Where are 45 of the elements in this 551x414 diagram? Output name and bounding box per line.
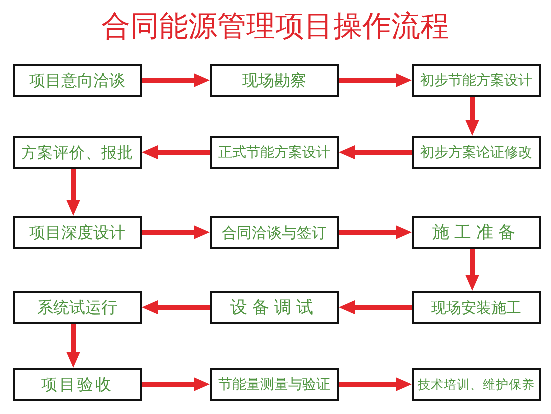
process-box (210, 64, 339, 97)
process-box (13, 216, 142, 249)
step-label: 项目深度设计 (30, 222, 126, 242)
step-label: 系统试运行 (38, 298, 118, 318)
process-box (412, 216, 541, 249)
arrow (466, 97, 480, 136)
diagram-title: 合同能源管理项目操作流程 (102, 9, 450, 43)
process-box (210, 291, 339, 324)
step-label: 现场安装施工 (432, 298, 522, 318)
arrow (142, 226, 210, 240)
step-label: 方案评价、报批 (22, 142, 134, 162)
arrow (142, 74, 210, 88)
step-label: 节能量测量与验证 (218, 376, 330, 394)
step-label: 初步方案论证修改 (420, 144, 532, 162)
step-label: 施工准备 (432, 222, 521, 242)
step-label: 项目验收 (42, 374, 114, 394)
arrow (339, 378, 412, 392)
process-box (210, 368, 339, 401)
process-box (412, 64, 541, 97)
process-box (412, 368, 541, 401)
process-box (13, 368, 142, 401)
process-box (412, 136, 541, 169)
step-label: 项目意向洽谈 (30, 70, 126, 90)
step-label: 合同洽谈与签订 (222, 222, 327, 242)
step-label: 设备调试 (230, 298, 319, 318)
arrow (339, 226, 412, 240)
process-box (13, 136, 142, 169)
process-box (210, 136, 339, 169)
process-box (13, 291, 142, 324)
step-label: 现场勘察 (242, 70, 306, 90)
process-box (412, 291, 541, 324)
arrow (339, 300, 412, 314)
process-box (210, 216, 339, 249)
arrow (142, 300, 210, 314)
arrow (142, 146, 210, 160)
step-label: 初步节能方案设计 (420, 72, 532, 90)
arrow (339, 74, 412, 88)
arrow (66, 324, 80, 368)
arrow (142, 378, 210, 392)
step-label: 技术培训、维护保养 (418, 376, 535, 394)
process-box (13, 64, 142, 97)
arrow (66, 169, 80, 216)
step-label: 正式节能方案设计 (218, 144, 330, 162)
arrow (466, 249, 480, 291)
arrow (339, 146, 412, 160)
